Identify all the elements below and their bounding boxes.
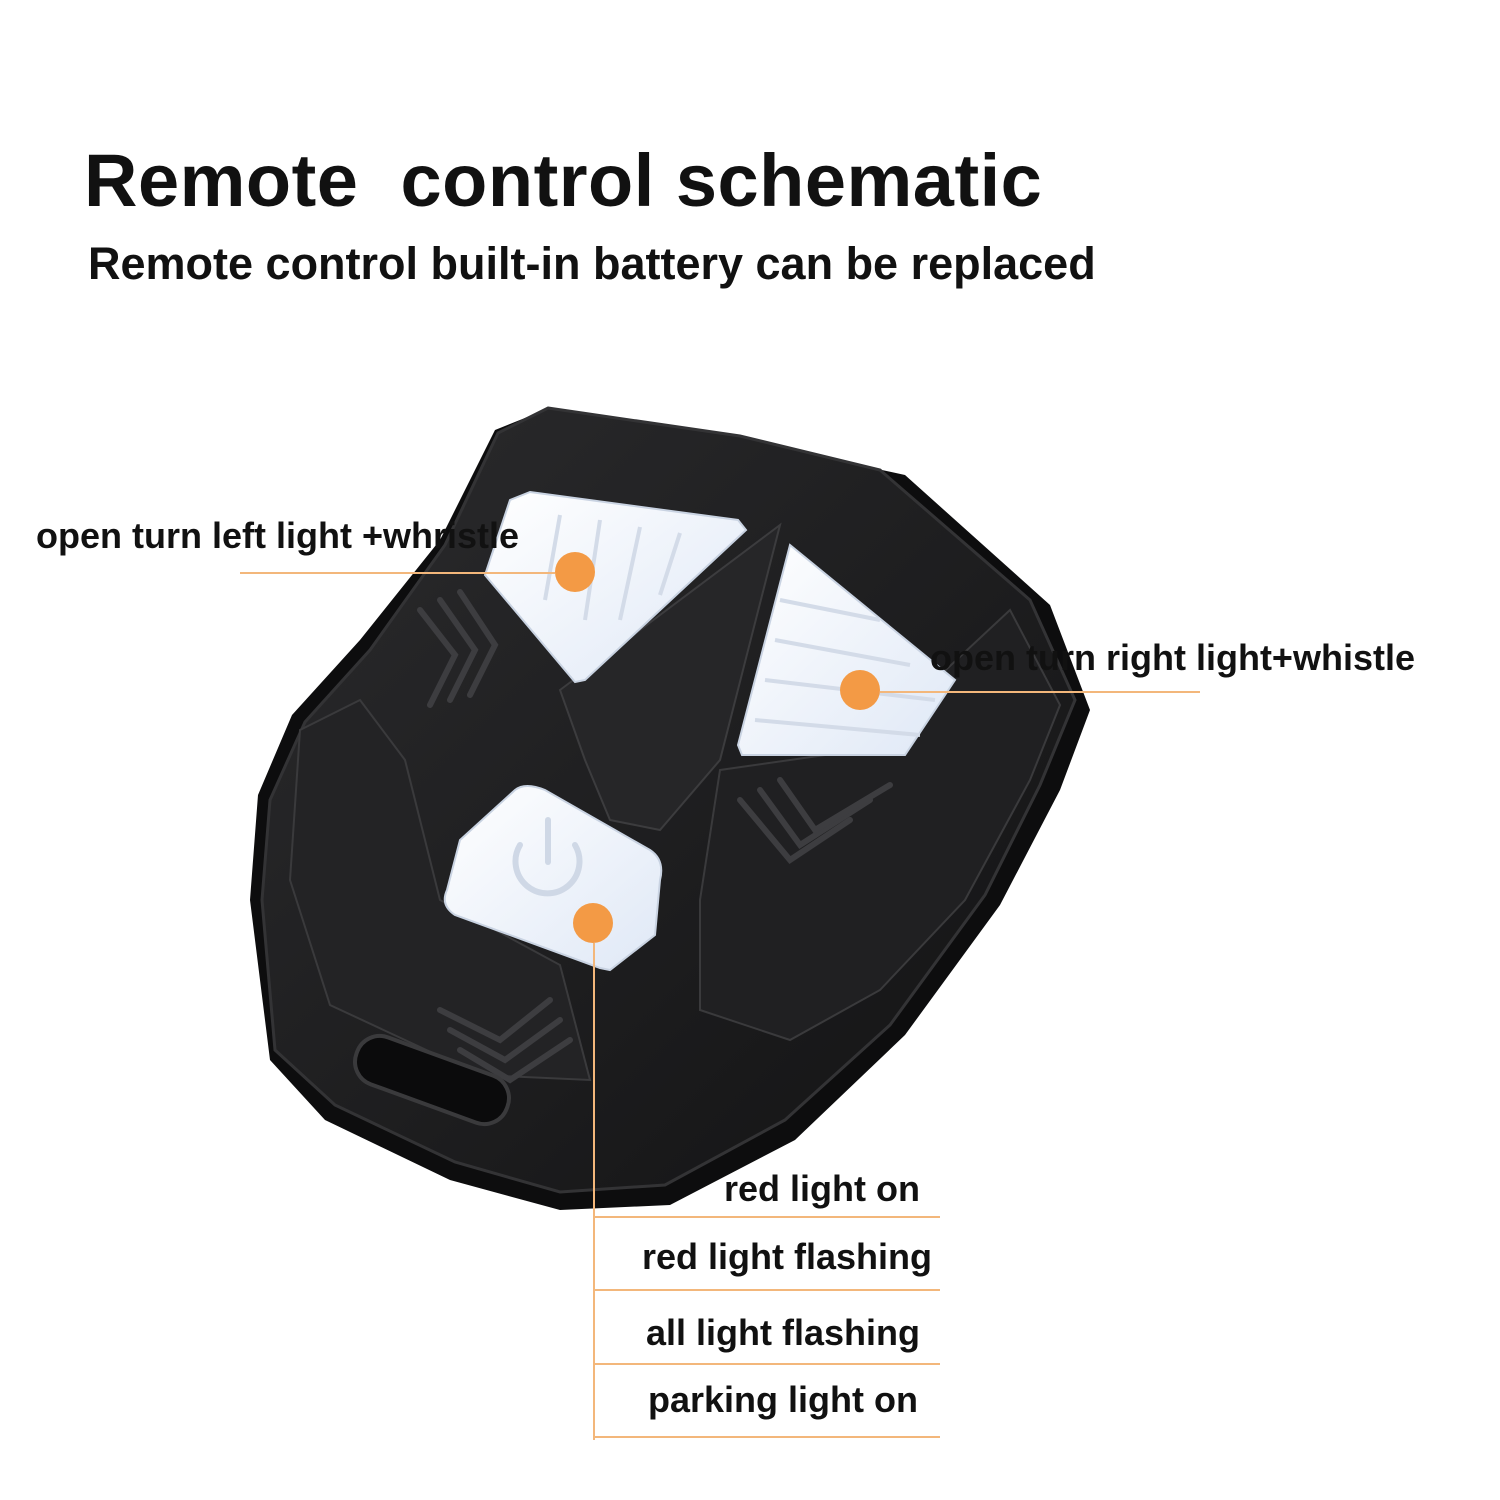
charging-slot xyxy=(353,1033,511,1127)
power-icon xyxy=(512,817,583,897)
left-turn-button[interactable] xyxy=(483,490,748,684)
chevron-texture-bottom xyxy=(437,997,573,1084)
label-mode-1: red light on xyxy=(724,1168,920,1209)
label-mode-2: red light flashing xyxy=(641,1236,932,1277)
remote-center-ridge xyxy=(558,522,782,832)
chevron-texture-right xyxy=(737,777,893,864)
callout-dot-power xyxy=(573,903,613,943)
callout-dot-right xyxy=(840,670,880,710)
label-mode-3: all light flashing xyxy=(645,1312,920,1353)
page-title: Remote control schematic xyxy=(84,139,1043,222)
remote-ridge-right xyxy=(699,608,1062,1042)
label-left-button: open turn left light +whristle xyxy=(36,515,520,556)
callout-dot-left xyxy=(555,552,595,592)
right-turn-button[interactable] xyxy=(736,543,957,756)
label-mode-4: parking light on xyxy=(648,1379,918,1420)
chevron-texture-left xyxy=(417,589,499,708)
label-right-button: open turn right light+whistle xyxy=(930,637,1415,678)
remote-ridge-left xyxy=(288,698,592,1082)
page-subtitle: Remote control built-in battery can be r… xyxy=(88,238,1096,289)
